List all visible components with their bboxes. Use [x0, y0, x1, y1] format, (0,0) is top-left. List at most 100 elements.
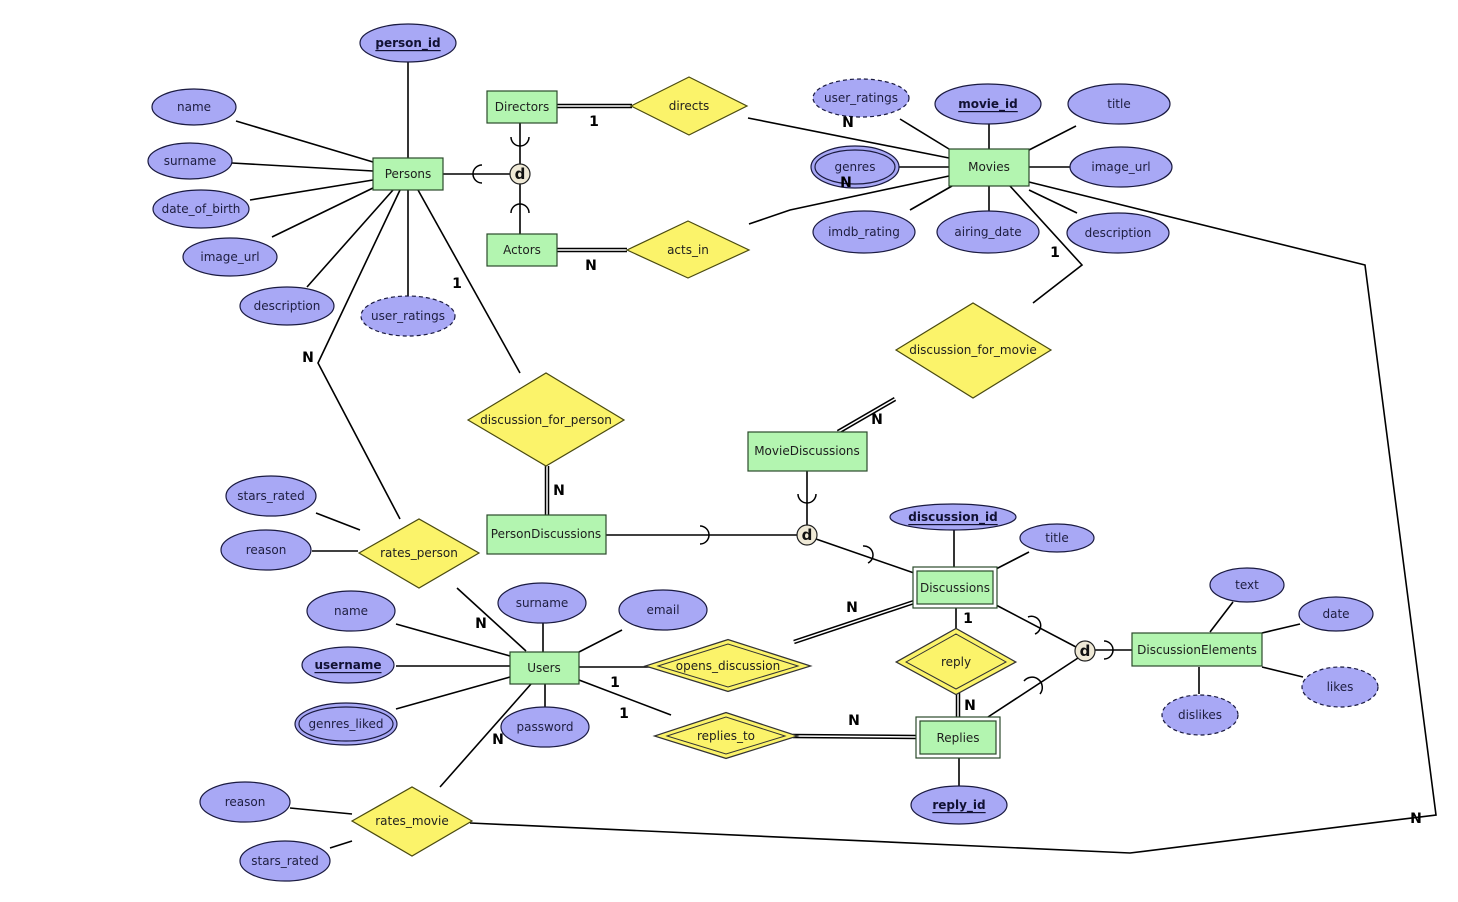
- attribute-person-id[interactable]: person_id: [359, 23, 457, 63]
- attribute-user-genres-liked-label: genres_liked: [308, 717, 383, 731]
- line-persons-dob: [249, 179, 374, 201]
- relationship-replies-to-label: replies_to: [697, 729, 755, 743]
- attribute-discussion-title-label: title: [1045, 531, 1068, 545]
- entity-users[interactable]: Users: [509, 651, 580, 685]
- attribute-element-text[interactable]: text: [1209, 567, 1285, 603]
- attribute-user-email-label: email: [646, 603, 679, 617]
- cardinality-acts-in-movies: N: [840, 175, 852, 191]
- attribute-movie-user-ratings[interactable]: user_ratings: [812, 78, 910, 118]
- specialization-discussionelements: d: [1074, 640, 1096, 662]
- attribute-movie-imdb-rating[interactable]: imdb_rating: [812, 210, 916, 254]
- attribute-discussion-title[interactable]: title: [1019, 523, 1095, 553]
- cardinality-users-replies-to: 1: [619, 706, 629, 722]
- line-users-name: [395, 623, 511, 657]
- entity-moviediscussions[interactable]: MovieDiscussions: [747, 431, 868, 472]
- subset-arc-persons: [472, 164, 483, 184]
- relationship-rates-person[interactable]: rates_person: [357, 518, 481, 589]
- line-movies-rates-movie: [469, 181, 1437, 854]
- connectors: [231, 62, 1437, 854]
- attribute-person-user-ratings-label: user_ratings: [371, 309, 445, 323]
- attribute-person-user-ratings[interactable]: user_ratings: [360, 295, 456, 337]
- cardinality-replies-to-replies: N: [848, 713, 860, 729]
- relationship-opens-discussion-label: opens_discussion: [676, 659, 780, 673]
- line-movies-description: [1028, 189, 1078, 214]
- cardinality-opens-discussion-discussions: N: [846, 600, 858, 616]
- subset-arc-actors: [510, 203, 530, 214]
- attribute-person-dob[interactable]: date_of_birth: [152, 189, 250, 229]
- attribute-person-image-url[interactable]: image_url: [182, 237, 278, 277]
- attribute-element-dislikes[interactable]: dislikes: [1161, 694, 1239, 736]
- attribute-reply-id[interactable]: reply_id: [910, 785, 1008, 825]
- line-de-text: [1209, 601, 1234, 633]
- line-discussions-spec: [995, 604, 1077, 648]
- attribute-user-name[interactable]: name: [306, 590, 396, 632]
- attribute-username[interactable]: username: [301, 646, 395, 684]
- attribute-username-label: username: [314, 658, 381, 672]
- entity-actors[interactable]: Actors: [486, 233, 558, 267]
- cardinality-directors-directs: 1: [589, 114, 599, 130]
- entity-moviediscussions-label: MovieDiscussions: [754, 444, 860, 458]
- attribute-movie-title[interactable]: title: [1067, 83, 1171, 125]
- entity-users-label: Users: [527, 661, 561, 675]
- relationship-discussion-for-movie[interactable]: discussion_for_movie: [894, 302, 1053, 399]
- entity-movies-label: Movies: [968, 160, 1010, 174]
- subset-arc-persondiscussions: [699, 525, 710, 545]
- entity-movies[interactable]: Movies: [948, 148, 1030, 187]
- attribute-movie-airing-date[interactable]: airing_date: [936, 210, 1040, 254]
- cardinality-discussions-reply: 1: [963, 611, 973, 627]
- attribute-discussion-id[interactable]: discussion_id: [889, 503, 1017, 531]
- attribute-movie-image-url[interactable]: image_url: [1069, 146, 1173, 188]
- attribute-movie-description[interactable]: description: [1066, 212, 1170, 254]
- attribute-element-date[interactable]: date: [1298, 596, 1374, 632]
- relationship-replies-to[interactable]: replies_to: [652, 711, 800, 760]
- relationship-directs[interactable]: directs: [629, 76, 749, 136]
- relationship-rates-movie[interactable]: rates_movie: [350, 786, 474, 857]
- attribute-user-genres-liked[interactable]: genres_liked: [294, 702, 398, 746]
- attribute-movie-airing-date-label: airing_date: [954, 225, 1021, 239]
- specialization-discussions-label: d: [802, 526, 813, 544]
- line-persons-surname: [231, 162, 374, 172]
- attribute-user-password[interactable]: password: [500, 706, 590, 748]
- entity-persondiscussions[interactable]: PersonDiscussions: [486, 514, 607, 555]
- attribute-person-description[interactable]: description: [239, 286, 335, 326]
- attribute-rates-person-reason-label: reason: [246, 543, 287, 557]
- relationship-opens-discussion[interactable]: opens_discussion: [643, 638, 813, 693]
- relationship-reply[interactable]: reply: [894, 627, 1018, 696]
- attribute-movie-genres[interactable]: genres: [810, 145, 900, 189]
- relationship-discussion-for-person[interactable]: discussion_for_person: [466, 372, 626, 467]
- attribute-element-date-label: date: [1322, 607, 1349, 621]
- specialization-persons-label: d: [515, 165, 526, 183]
- entity-directors[interactable]: Directors: [486, 90, 558, 124]
- line-persons-name: [235, 120, 374, 163]
- line-rates-movie-stars-rated: [329, 840, 353, 849]
- relationship-acts-in[interactable]: acts_in: [625, 220, 751, 279]
- entity-discussions[interactable]: Discussions: [912, 566, 998, 609]
- attribute-person-surname[interactable]: surname: [147, 142, 233, 180]
- cardinality-users-rates-person: N: [475, 616, 487, 632]
- line-de-likes: [1261, 666, 1304, 678]
- entity-discussionelements[interactable]: DiscussionElements: [1131, 632, 1263, 667]
- line-users-replies-to: [578, 679, 672, 716]
- attribute-element-likes[interactable]: likes: [1301, 666, 1379, 708]
- subset-arc-moviediscussions: [797, 493, 817, 504]
- attribute-user-password-label: password: [517, 720, 574, 734]
- attribute-rates-person-stars-rated[interactable]: stars_rated: [225, 475, 317, 517]
- relationship-reply-label: reply: [941, 655, 971, 669]
- entity-replies[interactable]: Replies: [915, 716, 1001, 759]
- attribute-rates-person-reason[interactable]: reason: [220, 529, 312, 571]
- attribute-rates-movie-reason[interactable]: reason: [199, 781, 291, 823]
- attribute-person-dob-label: date_of_birth: [162, 202, 241, 216]
- attribute-user-email[interactable]: email: [618, 589, 708, 631]
- specialization-discussions: d: [796, 524, 818, 546]
- cardinality-users-rates-movie: N: [492, 732, 504, 748]
- attribute-movie-genres-label: genres: [835, 160, 876, 174]
- entity-persondiscussions-label: PersonDiscussions: [491, 527, 601, 541]
- entity-persons[interactable]: Persons: [372, 157, 444, 191]
- attribute-movie-id[interactable]: movie_id: [934, 83, 1042, 125]
- subset-arc-replies-elements: [1023, 676, 1044, 695]
- attribute-person-name[interactable]: name: [151, 88, 237, 126]
- attribute-rates-movie-stars-rated[interactable]: stars_rated: [239, 840, 331, 882]
- specialization-discussionelements-label: d: [1080, 642, 1091, 660]
- line-spec-discussions: [815, 538, 915, 574]
- attribute-user-surname[interactable]: surname: [497, 582, 587, 624]
